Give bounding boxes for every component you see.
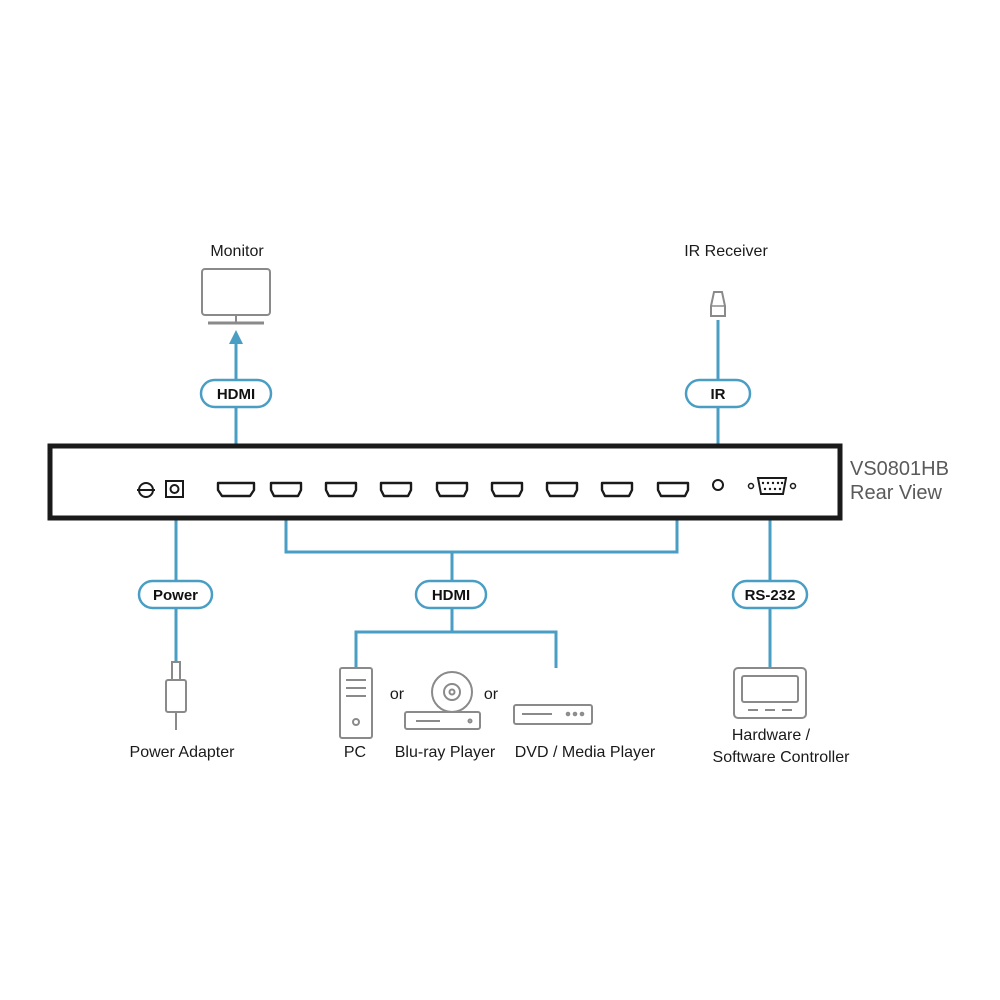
- ir-receiver-icon: [710, 291, 726, 317]
- hdmi-ports: [216, 481, 690, 498]
- power-jack-icon: [165, 480, 184, 498]
- pill-sources-hdmi-label: HDMI: [432, 587, 470, 604]
- monitor-label: Monitor: [210, 243, 264, 260]
- pill-rs232-label: RS-232: [745, 587, 796, 604]
- ir-jack-icon: [712, 479, 724, 491]
- model-name: VS0801HB: [850, 458, 949, 480]
- hdmi-input-bracket: [284, 510, 679, 554]
- media-player-icon: [513, 704, 593, 725]
- pill-power: Power: [137, 579, 214, 610]
- rear-panel: [47, 443, 843, 521]
- controller-terminal-icon: [733, 667, 807, 719]
- pill-ir: IR: [684, 378, 752, 409]
- bluray-label: Blu-ray Player: [395, 744, 496, 761]
- controller-label-line2: Software Controller: [713, 749, 851, 766]
- hdmi-port-in-8: [656, 481, 690, 498]
- pill-monitor-hdmi-label: HDMI: [217, 386, 255, 403]
- or-separator-1: or: [390, 686, 405, 703]
- rs232-port-icon: [747, 477, 797, 495]
- hdmi-port-in-3: [379, 481, 413, 498]
- hdmi-port-in-1: [269, 481, 303, 498]
- hdmi-port-out: [216, 481, 256, 498]
- pill-monitor-hdmi: HDMI: [199, 378, 273, 409]
- hdmi-source-branches: [354, 630, 558, 668]
- power-adapter-label: Power Adapter: [130, 744, 236, 761]
- monitor-arrow-icon: [229, 330, 243, 344]
- hdmi-port-in-7: [600, 481, 634, 498]
- power-plug-icon: [165, 661, 187, 730]
- controller-label-line1: Hardware /: [732, 727, 811, 744]
- hdmi-port-in-5: [490, 481, 524, 498]
- hdmi-port-in-2: [324, 481, 358, 498]
- pc-label: PC: [344, 744, 366, 761]
- ground-icon: [137, 482, 155, 498]
- view-label: Rear View: [850, 482, 942, 504]
- disc-player-icon: [404, 671, 481, 730]
- dvd-label: DVD / Media Player: [515, 744, 656, 761]
- or-separator-2: or: [484, 686, 499, 703]
- hdmi-port-in-6: [545, 481, 579, 498]
- monitor-icon: [201, 268, 271, 325]
- pill-sources-hdmi: HDMI: [414, 579, 488, 610]
- pill-ir-label: IR: [711, 386, 726, 403]
- hdmi-port-in-4: [435, 481, 469, 498]
- pc-tower-icon: [339, 667, 373, 739]
- pill-power-label: Power: [153, 587, 198, 604]
- pill-rs232: RS-232: [731, 579, 809, 610]
- ir-receiver-label: IR Receiver: [684, 243, 768, 260]
